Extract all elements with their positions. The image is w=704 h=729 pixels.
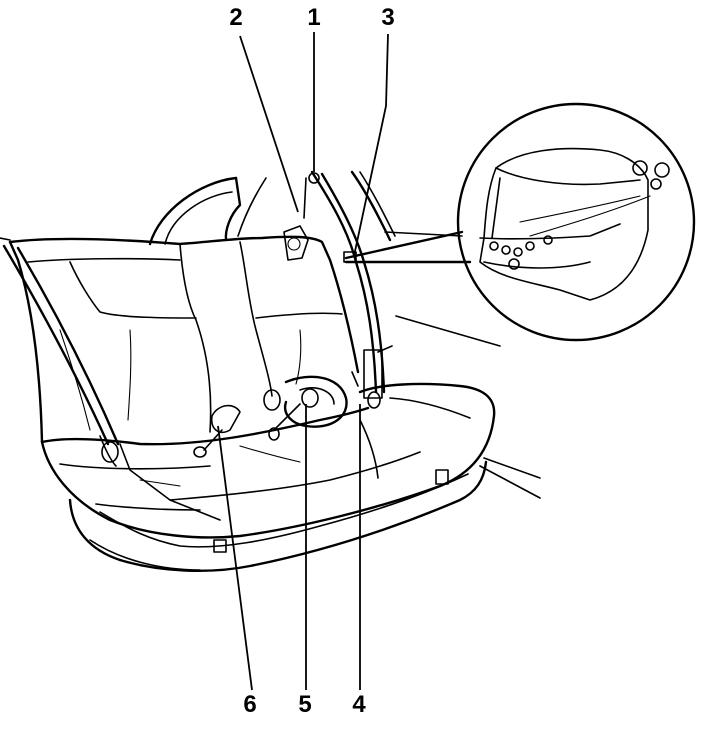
detail-inset — [344, 102, 696, 342]
left-belt-buckle — [193, 404, 241, 458]
center-belt-buckle — [263, 375, 348, 441]
lap-belt-anchor — [351, 345, 393, 409]
callout-2: 2 — [229, 4, 243, 31]
leader-lines — [217, 32, 389, 691]
seat-back — [8, 235, 360, 444]
belt-retractor — [283, 225, 309, 261]
callout-5: 5 — [298, 691, 312, 718]
callout-3: 3 — [381, 4, 395, 31]
seat-cushion — [40, 382, 496, 571]
callout-1: 1 — [307, 4, 321, 31]
left-side-belt — [2, 244, 120, 467]
callout-4: 4 — [352, 691, 366, 718]
seat-base — [118, 460, 488, 572]
vehicle-body-outline — [0, 170, 541, 499]
callout-6: 6 — [243, 691, 257, 718]
